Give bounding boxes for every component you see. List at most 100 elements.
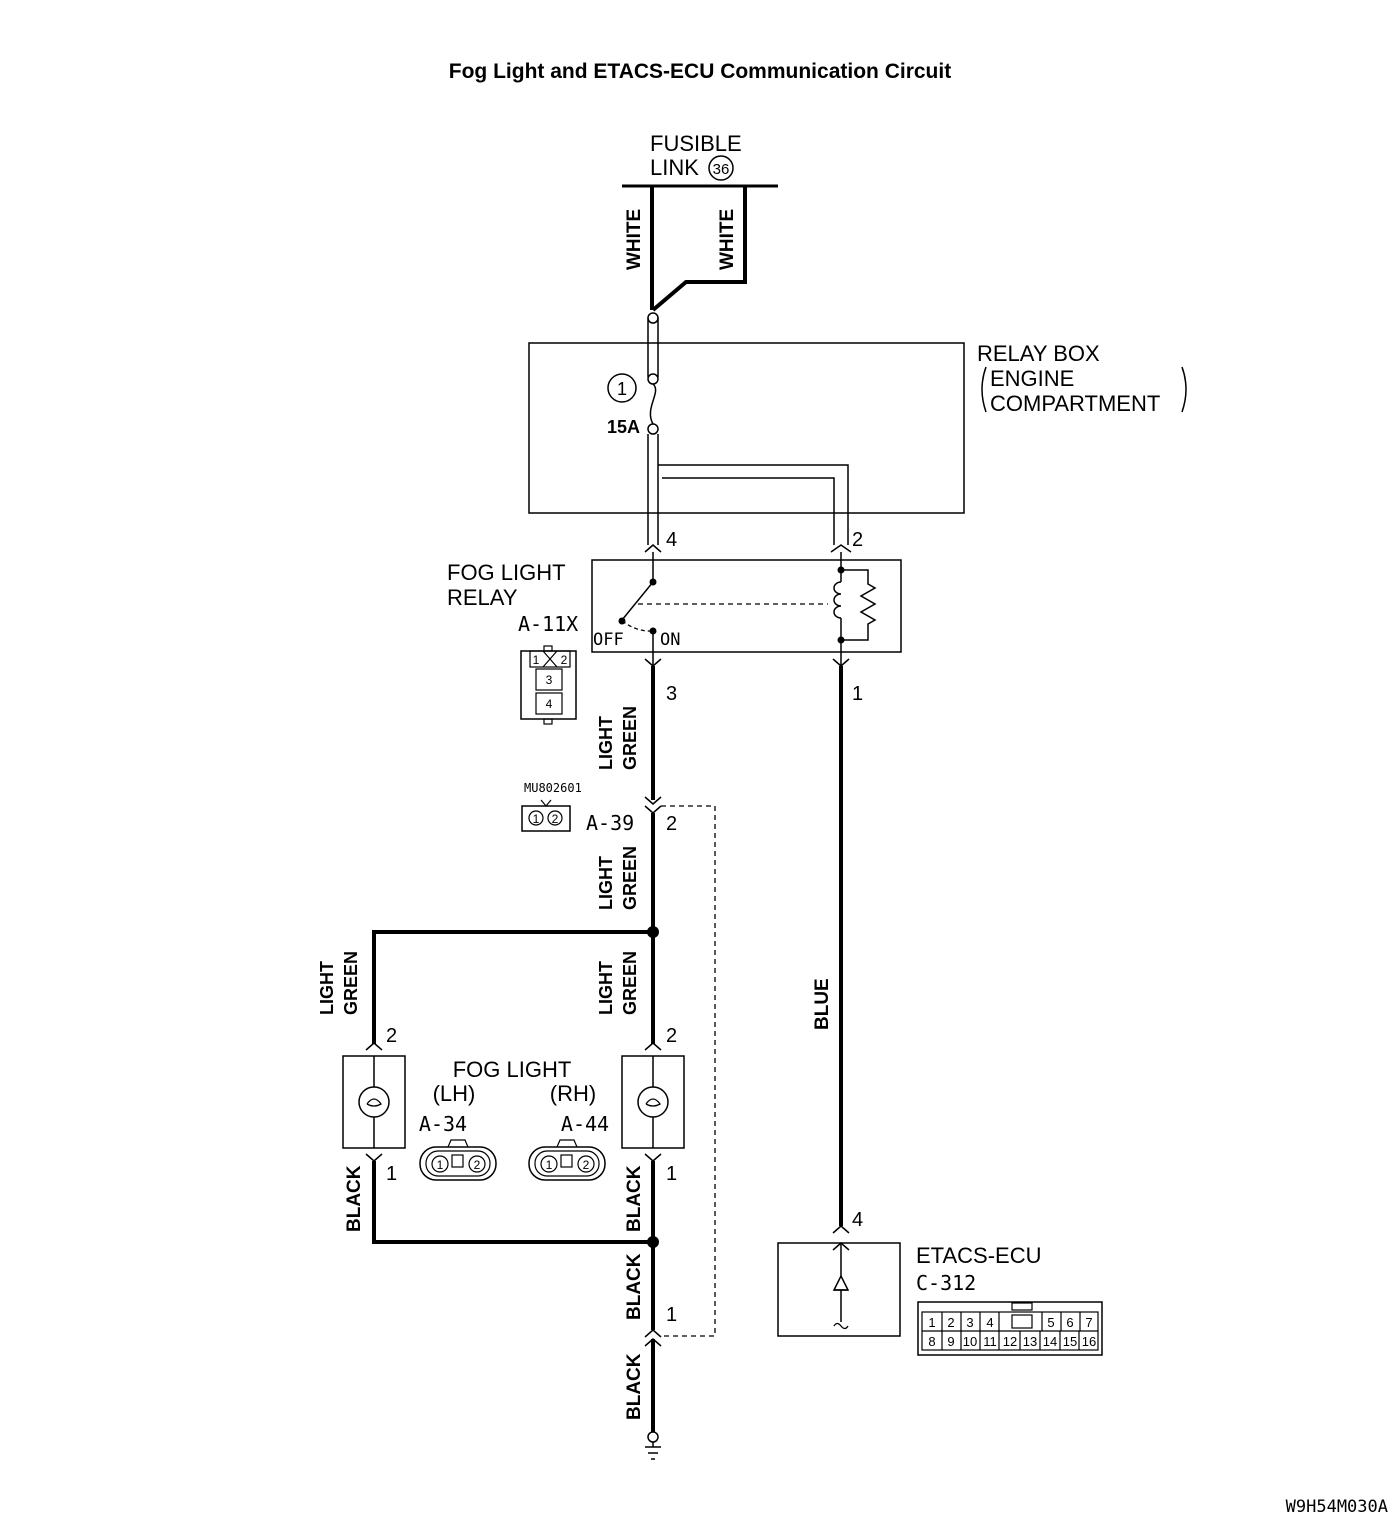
wire-label-black-3: BLACK <box>624 1253 645 1320</box>
etacs-ecu-connector: C-312 <box>916 1271 976 1295</box>
fuse-icon <box>649 383 657 425</box>
etacs-ecu-outline <box>777 1242 901 1337</box>
wire-label-green-1: GREEN <box>620 706 640 770</box>
wire-label-light-4: LIGHT <box>596 961 616 1015</box>
fuse-number: 1 <box>617 379 627 399</box>
wire-label-white-left: WHITE <box>624 209 645 270</box>
fuse-terminal-top <box>647 373 659 385</box>
wire-light-green-lh <box>372 930 653 1044</box>
c312-cavity: 5 <box>1047 1315 1054 1330</box>
c312-cavity: 2 <box>947 1315 954 1330</box>
wire-label-black-4: BLACK <box>624 1353 645 1420</box>
fuse-number-circle <box>607 373 637 403</box>
fog-light-rh-label: (RH) <box>550 1081 596 1106</box>
fog-rh-pin-2: 2 <box>666 1025 677 1047</box>
c312-cavity: 11 <box>983 1334 997 1349</box>
c312-cavity: 15 <box>1063 1334 1077 1349</box>
a39-cavity-1: 1 <box>533 812 540 826</box>
a11x-cavity-3: 3 <box>546 673 553 687</box>
wire-label-green-3: GREEN <box>341 951 361 1015</box>
a34-cavity-1: 1 <box>437 1158 444 1172</box>
junction-dashed-outline <box>661 805 716 1337</box>
a34-connector-face: 1 2 <box>419 1139 497 1181</box>
wire-label-light-3: LIGHT <box>317 961 337 1015</box>
wire-label-light-1: LIGHT <box>596 716 616 770</box>
fusible-link-number-circle <box>708 155 734 181</box>
relay-box-label-line2: ENGINE <box>990 366 1074 391</box>
relay-box-label-line1: RELAY BOX <box>977 341 1100 366</box>
fusible-link-label-line1: FUSIBLE <box>650 131 742 156</box>
a39-pin-1: 1 <box>666 1304 677 1326</box>
fog-light-relay-outline <box>591 559 902 653</box>
fog-light-relay-label-line2: RELAY <box>447 585 518 610</box>
relay-switch-arm <box>621 581 654 621</box>
relay-pin-2: 2 <box>852 529 863 551</box>
wire-label-white-right: WHITE <box>717 209 738 270</box>
c312-cavity: 8 <box>928 1334 935 1349</box>
etacs-input-buffer-icon <box>832 1274 850 1291</box>
diagram-title: Fog Light and ETACS-ECU Communication Ci… <box>449 60 951 83</box>
fog-lh-pin-1: 1 <box>386 1163 397 1185</box>
c312-cavity: 12 <box>1003 1334 1017 1349</box>
fusible-link-label-line2: LINK <box>650 155 699 180</box>
ground-icon <box>645 1431 661 1460</box>
etacs-pin-4: 4 <box>852 1209 863 1231</box>
c312-cavity: 1 <box>928 1315 935 1330</box>
relay-box-outline <box>528 342 965 514</box>
c312-connector-face: 1 2 3 4 5 6 7 8 9 10 11 12 13 14 15 16 <box>917 1301 1103 1356</box>
c312-cavity: 6 <box>1066 1315 1073 1330</box>
fusible-link-number: 36 <box>713 161 730 178</box>
relay-pin-1: 1 <box>852 683 863 705</box>
wire-black-lh <box>372 1161 653 1244</box>
wire-label-black-2: BLACK <box>624 1165 645 1232</box>
a39-connector-label: A-39 <box>586 811 634 835</box>
wire-label-black-1: BLACK <box>344 1165 365 1232</box>
c312-cavity: 13 <box>1023 1334 1037 1349</box>
fog-light-lh-label: (LH) <box>433 1081 476 1106</box>
relay-pin-3: 3 <box>666 683 677 705</box>
c312-cavity: 16 <box>1082 1334 1096 1349</box>
fog-light-relay-connector: A-11X <box>518 612 578 636</box>
fog-rh-pin-1: 1 <box>666 1163 677 1185</box>
wire-label-light-2: LIGHT <box>596 856 616 910</box>
fuse-terminal-bottom <box>647 423 659 435</box>
c312-cavity: 7 <box>1085 1315 1092 1330</box>
a34-cavity-2: 2 <box>474 1158 481 1172</box>
c312-cavity: 9 <box>947 1334 954 1349</box>
wire-white-right <box>651 186 747 312</box>
relay-off-label: OFF <box>593 630 624 650</box>
a44-cavity-2: 2 <box>583 1158 590 1172</box>
a44-cavity-1: 1 <box>546 1158 553 1172</box>
fog-lh-pin-2: 2 <box>386 1025 397 1047</box>
fog-light-label: FOG LIGHT <box>453 1057 572 1082</box>
fog-light-relay-label-line1: FOG LIGHT <box>447 560 566 585</box>
a11x-cavity-2: 2 <box>561 653 568 667</box>
wire-label-green-2: GREEN <box>620 846 640 910</box>
connector-terminal <box>647 312 659 324</box>
c312-cavity: 10 <box>963 1334 977 1349</box>
a39-pin-2: 2 <box>666 813 677 835</box>
relay-box-label-line3: COMPARTMENT <box>990 391 1160 416</box>
wire-label-blue: BLUE <box>812 978 833 1030</box>
figure-code: W9H54M030A <box>1286 1497 1388 1517</box>
c312-cavity: 3 <box>966 1315 973 1330</box>
a44-connector-face: 1 2 <box>528 1139 606 1181</box>
c312-cavity: 4 <box>986 1315 993 1330</box>
relay-resistor-icon <box>841 569 877 641</box>
relay-box-paren-right <box>1181 366 1187 413</box>
a11x-cavity-1: 1 <box>533 653 540 667</box>
a39-cavity-2: 2 <box>552 812 559 826</box>
fog-light-rh-bulb-icon <box>637 1086 669 1118</box>
fog-light-rh-connector: A-44 <box>561 1112 609 1136</box>
fuse-rating: 15A <box>607 417 640 437</box>
fog-light-lh-bulb-icon <box>358 1086 390 1118</box>
fog-light-lh-connector: A-34 <box>419 1112 467 1136</box>
junction-part-number: MU802601 <box>524 781 582 795</box>
relay-pin-4: 4 <box>666 529 677 551</box>
c312-cavity: 14 <box>1043 1334 1057 1349</box>
a11x-cavity-4: 4 <box>546 697 553 711</box>
relay-on-label: ON <box>660 630 680 650</box>
wire-label-green-4: GREEN <box>620 951 640 1015</box>
etacs-ecu-label: ETACS-ECU <box>916 1243 1042 1268</box>
